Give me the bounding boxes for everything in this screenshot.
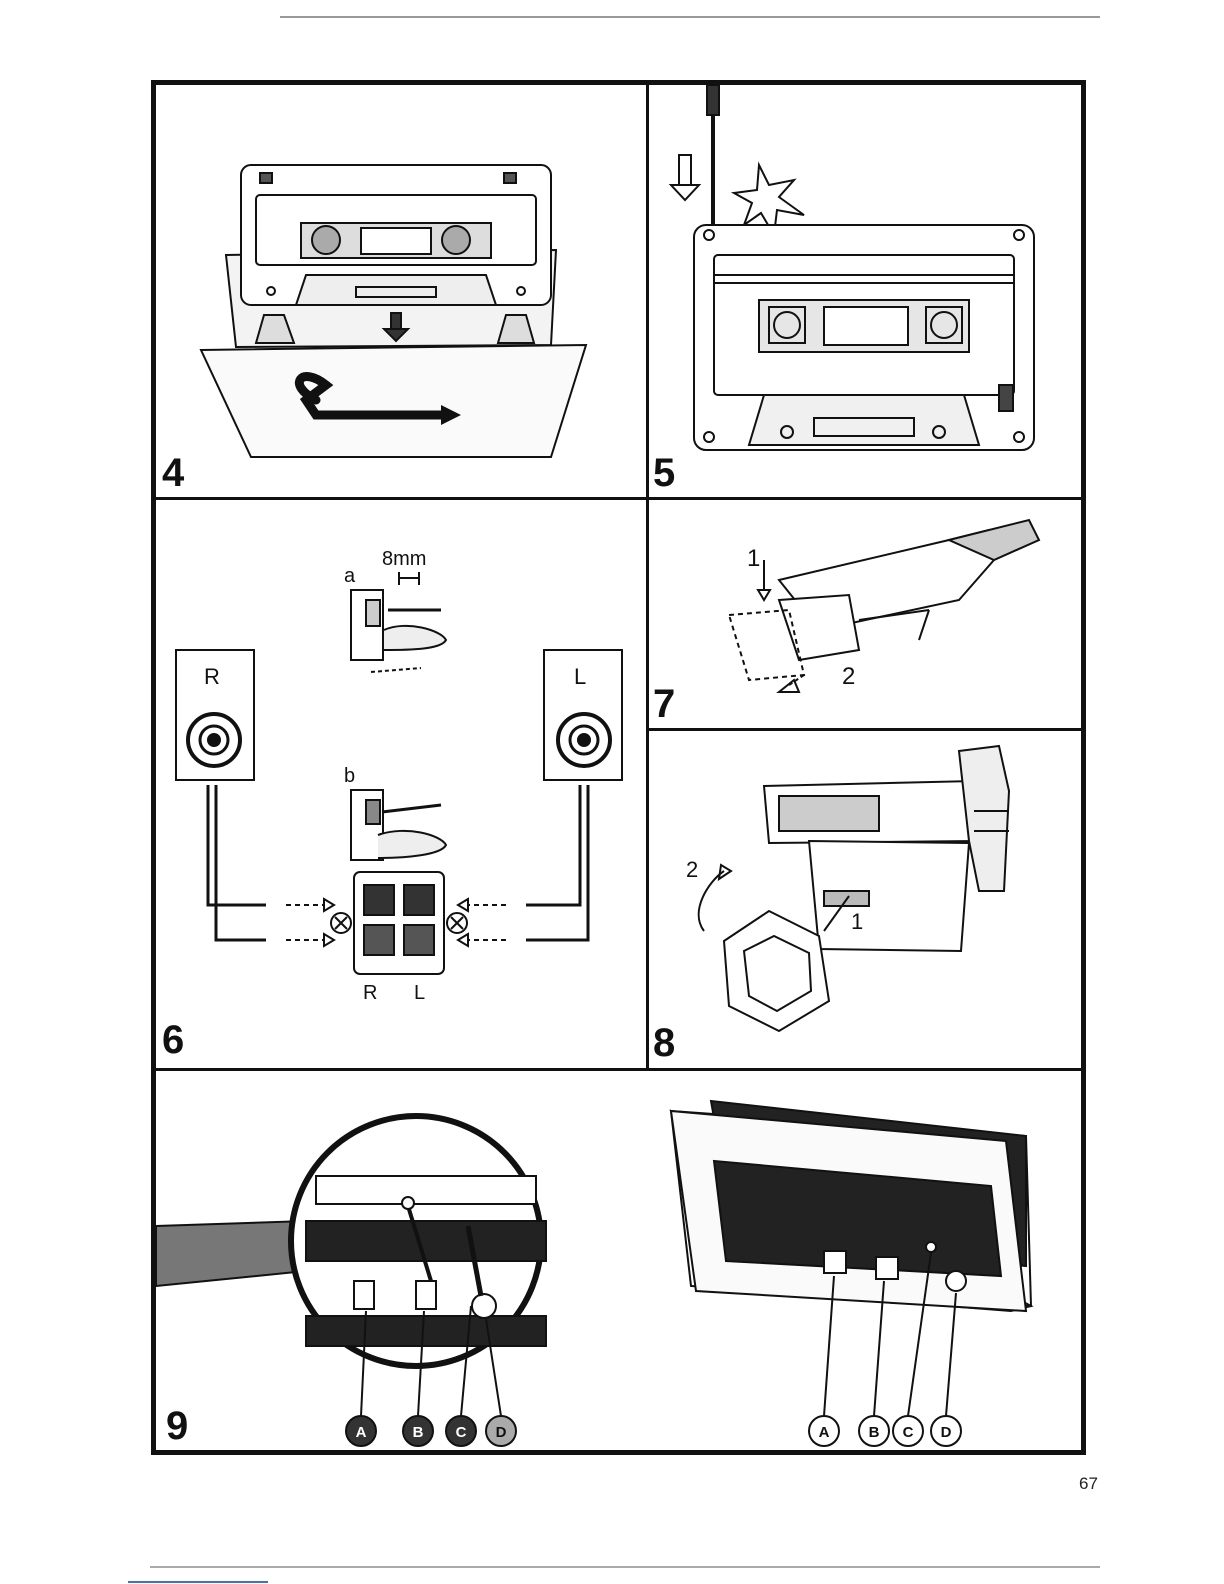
callout-zoom-d: D bbox=[496, 1424, 507, 1441]
callout-zoom-b: B bbox=[413, 1424, 424, 1441]
panel-number: 5 bbox=[653, 453, 675, 493]
step-1-label: 1 bbox=[747, 545, 760, 573]
panel-7: 1 2 7 bbox=[649, 500, 1081, 728]
scan-artifact-link-underline bbox=[128, 1581, 268, 1583]
panel-5: 5 bbox=[649, 85, 1081, 497]
panel-number: 9 bbox=[166, 1406, 188, 1446]
stylus-insert-illustration bbox=[649, 731, 1081, 1068]
figure-grid: 4 bbox=[151, 80, 1086, 1455]
step-2-label: 2 bbox=[842, 663, 855, 691]
page-number: 67 bbox=[1079, 1474, 1098, 1494]
panel-number: 4 bbox=[162, 453, 184, 493]
callout-frame-b: B bbox=[869, 1424, 880, 1441]
callout-zoom-a: A bbox=[356, 1424, 367, 1441]
step-b-label: b bbox=[344, 765, 355, 788]
cassette-tab-illustration bbox=[649, 85, 1081, 497]
callout-frame-a: A bbox=[819, 1424, 830, 1441]
scan-artifact-top bbox=[280, 16, 1100, 18]
stylus-removal-illustration bbox=[649, 500, 1081, 728]
panel-number: 6 bbox=[162, 1020, 184, 1060]
step-1-label: 1 bbox=[851, 909, 863, 935]
connector-illustration: A B C D A B C D bbox=[156, 1071, 1081, 1450]
terminal-right-label: R bbox=[363, 982, 377, 1005]
scan-artifact-bottom bbox=[150, 1566, 1100, 1568]
step-2-label: 2 bbox=[686, 857, 698, 883]
cassette-insert-illustration bbox=[156, 85, 646, 497]
speaker-left-label: L bbox=[574, 664, 586, 690]
panel-4: 4 bbox=[156, 85, 646, 497]
panel-9: A B C D A B C D 9 bbox=[156, 1071, 1081, 1450]
panel-number: 8 bbox=[653, 1023, 675, 1063]
measure-label: 8mm bbox=[382, 548, 426, 571]
terminal-left-label: L bbox=[414, 982, 425, 1005]
step-a-label: a bbox=[344, 565, 355, 588]
speaker-wiring-illustration bbox=[156, 500, 646, 1068]
callout-frame-d: D bbox=[941, 1424, 952, 1441]
callout-frame-c: C bbox=[903, 1424, 914, 1441]
speaker-right-label: R bbox=[204, 664, 220, 690]
panel-6: 8mm a b R L R L 6 bbox=[156, 500, 646, 1068]
callout-zoom-c: C bbox=[456, 1424, 467, 1441]
panel-number: 7 bbox=[653, 684, 675, 724]
panel-8: 1 2 8 bbox=[649, 731, 1081, 1068]
